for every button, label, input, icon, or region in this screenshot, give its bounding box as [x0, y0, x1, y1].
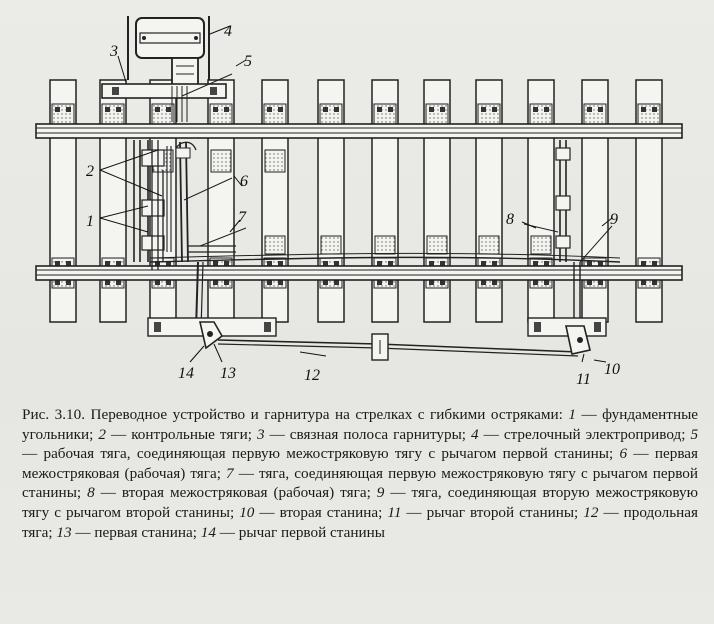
first-inter-point-rod — [175, 141, 233, 263]
caption-item-text: продольная тяга; — [22, 503, 698, 541]
caption-item-num: 8 — [87, 484, 95, 502]
sleeper — [475, 79, 503, 323]
caption-item: 10 — вторая станина; — [239, 503, 383, 521]
callout-6: 6 — [240, 173, 248, 190]
caption-item-num: 4 — [471, 425, 479, 443]
sleeper — [261, 79, 289, 323]
callout-7: 7 — [238, 209, 247, 226]
leader-lines — [99, 25, 613, 363]
callout-11: 11 — [576, 371, 591, 388]
caption-items: 1 — фундаментные угольники; 2 — контроль… — [22, 406, 698, 541]
caption-item-text: контрольные тяги; — [131, 425, 252, 443]
caption-item-num: 3 — [256, 425, 265, 443]
caption-item: 8 — вторая межостряковая (рабочая) тяга; — [87, 484, 371, 502]
caption-item-text: рычаг второй станины; — [426, 503, 579, 521]
diagram-canvas: 1 2 3 4 5 6 7 8 9 10 11 12 13 14 — [35, 16, 683, 388]
caption-item-num: 6 — [619, 445, 628, 463]
sleeper — [423, 79, 451, 323]
caption-item-text: тяга, соединяющая первую межостряковую т… — [22, 464, 699, 502]
lower-rail — [35, 265, 683, 281]
caption-item: 2 — контрольные тяги; — [98, 425, 252, 443]
callout-9: 9 — [610, 211, 618, 228]
control-rods — [151, 140, 172, 270]
callout-3: 3 — [109, 43, 118, 60]
callout-1: 1 — [86, 213, 94, 230]
tie-bar — [101, 83, 227, 99]
callout-4: 4 — [224, 23, 232, 40]
caption-item-num: 12 — [583, 503, 599, 521]
sleeper — [581, 79, 609, 323]
caption-item: 4 — стрелочный электропривод; — [471, 425, 686, 443]
callout-12: 12 — [304, 367, 320, 384]
caption-item: 1 — фундаментные угольники; — [22, 406, 699, 443]
caption-item: 5 — рабочая тяга, соединяющая первую меж… — [22, 425, 699, 463]
callout-14: 14 — [178, 365, 194, 382]
caption-item-text: вторая межостряковая (рабочая) тяга; — [121, 484, 371, 502]
caption-title: Рис. 3.10. Переводное устройство и гарни… — [22, 406, 563, 423]
second-stand — [527, 317, 607, 355]
caption-item-num: 5 — [690, 425, 699, 443]
caption-item-num: 14 — [200, 523, 216, 541]
caption-item-num: 1 — [568, 406, 576, 423]
sleeper — [635, 79, 663, 323]
switch-point — [149, 252, 621, 263]
caption-item-text: первая станина; — [94, 523, 197, 541]
caption-item-text: стрелочный электропривод; — [503, 425, 686, 443]
caption-item-text: фундаментные угольники; — [22, 406, 699, 443]
switch-drive-body — [127, 16, 210, 89]
caption-item-text: рычаг первой станины — [238, 523, 385, 541]
longitudinal-rod — [217, 333, 579, 361]
caption-item: 12 — продольная тяга; — [22, 503, 698, 541]
caption-item: 7 — тяга, соединяющая первую межостряков… — [22, 464, 699, 502]
caption-item: 11 — рычаг второй станины; — [387, 503, 579, 521]
caption-item: 3 — связная полоса гарнитуры; — [256, 425, 466, 443]
callout-10: 10 — [604, 361, 620, 378]
caption-item: 13 — первая станина; — [56, 523, 197, 541]
sleeper — [49, 79, 77, 323]
sleeper — [371, 79, 399, 323]
caption-item-num: 11 — [387, 503, 402, 521]
sleeper — [527, 79, 555, 323]
sleeper — [99, 79, 127, 323]
callout-13: 13 — [220, 365, 236, 382]
caption-item-num: 7 — [226, 464, 234, 482]
caption-item-text: тяга, соединяющая вторую межостряковую т… — [22, 484, 698, 521]
first-stand — [147, 317, 277, 350]
working-rod — [171, 73, 233, 122]
caption-item-text: первая межостряковая (рабочая) тяга; — [22, 445, 699, 482]
foundation-angles — [133, 140, 165, 262]
switch-mechanism-diagram: 1 2 3 4 5 6 7 8 9 10 11 12 13 14 — [35, 16, 683, 388]
callout-5: 5 — [244, 53, 252, 70]
caption-item: 9 — тяга, соединяющая вторую межостряков… — [22, 484, 698, 521]
caption-item-text: рабочая тяга, соединяющая первую межостр… — [43, 445, 614, 463]
callout-8: 8 — [506, 211, 514, 228]
callout-labels: 1 2 3 4 5 6 7 8 9 10 11 12 13 14 — [86, 23, 620, 388]
caption-item-text: связная полоса гарнитуры; — [289, 425, 466, 443]
caption-item-num: 10 — [239, 503, 255, 521]
caption-item: 6 — первая межостряковая (рабочая) тяга; — [22, 445, 699, 482]
figure-caption: Рис. 3.10. Переводное устройство и гарни… — [22, 405, 698, 542]
caption-item-num: 9 — [376, 484, 385, 502]
upper-rail — [35, 123, 683, 139]
sleeper — [207, 79, 235, 323]
caption-item-text: вторая станина; — [279, 503, 383, 521]
sleeper — [317, 79, 345, 323]
caption-item-num: 13 — [56, 523, 72, 541]
second-inter-point-rod — [523, 140, 571, 262]
caption-item-num: 2 — [98, 425, 106, 443]
callout-2: 2 — [86, 163, 94, 180]
caption-item: 14 — рычаг первой станины — [200, 523, 385, 541]
